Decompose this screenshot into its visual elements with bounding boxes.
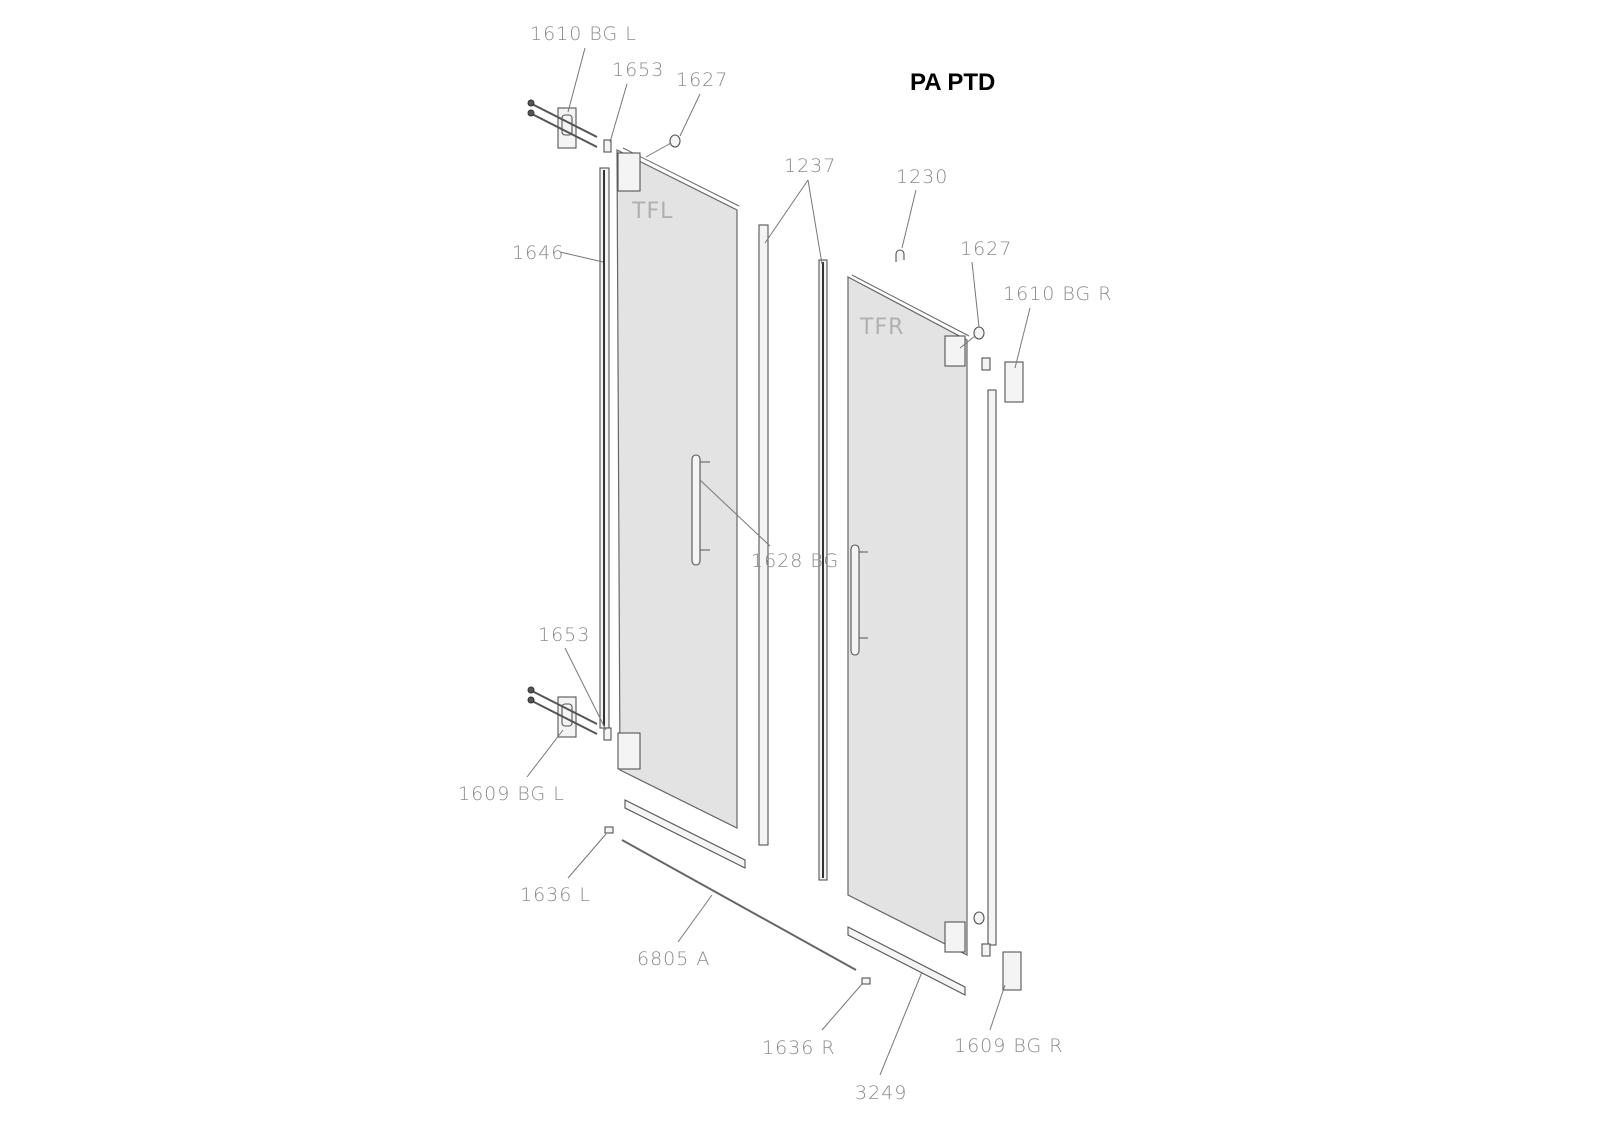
label-1628-bg: 1628 BG [751,550,839,572]
profile-right [987,389,997,946]
label-6805-a: 6805 A [637,948,710,970]
label-1609-bg-l: 1609 BG L [458,783,565,805]
label-1627-right: 1627 [960,238,1012,260]
diagram-title: PA PTD [910,69,995,96]
profile-1646 [599,167,610,729]
seal-1653-top [603,139,612,153]
label-1610-bg-l: 1610 BG L [530,23,637,45]
leader-lines [526,47,1031,1076]
hinge-top-left [527,99,598,149]
label-1627-left: 1627 [676,69,728,91]
glass-panel-left: TFL [616,147,740,829]
label-3249: 3249 [855,1082,907,1104]
label-1610-bg-r: 1610 BG R [1003,283,1112,305]
cap-bottom-right [973,911,985,925]
label-1636-l: 1636 L [520,884,591,906]
endcap-1636r [861,977,871,985]
label-1636-r: 1636 R [762,1037,836,1059]
label-1609-bg-r: 1609 BG R [954,1035,1063,1057]
label-1237: 1237 [784,155,836,177]
handle-left [691,454,710,566]
glass-panel-right: TFR [847,274,970,956]
panel-label-right: TFR [859,315,904,340]
cap-1627-right [973,326,985,340]
seal-strip-1237-a [758,224,769,846]
hook-1230 [895,249,905,262]
label-1653-top: 1653 [612,59,664,81]
rod-6805a [621,839,857,971]
endcap-1636l [604,826,614,834]
hinge-bottom-left [527,686,598,738]
handle-right [850,544,868,656]
cap-1627-left [669,134,681,148]
threshold-3249 [847,926,966,996]
label-1230: 1230 [896,166,948,188]
seal-1653-bottom [603,727,612,741]
label-1646: 1646 [512,242,564,264]
label-1653-bottom: 1653 [538,624,590,646]
panel-label-left: TFL [631,199,673,224]
seal-strip-1237-b [818,259,828,881]
hinge-bottom-right [981,943,1022,991]
threshold-left [624,799,746,869]
hinge-top-right [981,357,1024,403]
